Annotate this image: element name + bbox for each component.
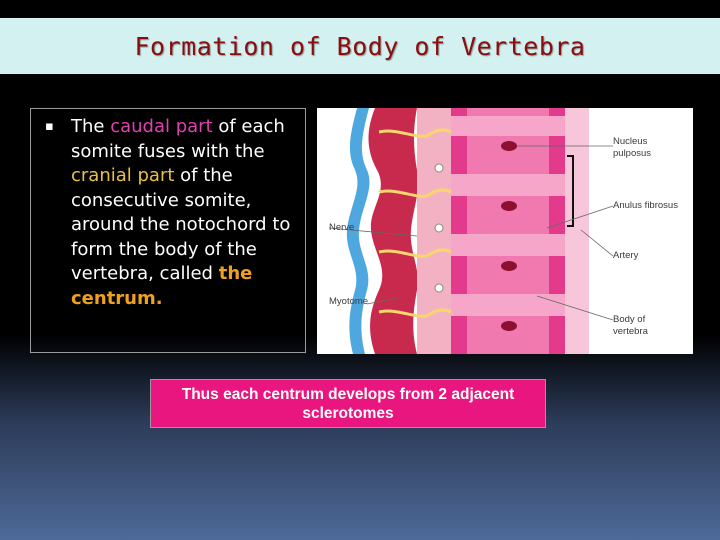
label-nerve: Nerve [329, 222, 354, 233]
bullet-text-box: ▪ The caudal part of each somite fuses w… [30, 108, 306, 353]
centrum-highlight: the centrum. [71, 263, 253, 309]
callout-box: Thus each centrum develops from 2 adjace… [150, 379, 546, 428]
bullet-marker: ▪ [45, 119, 54, 134]
bullet-seg-1: The [71, 116, 111, 137]
segment-band [451, 294, 565, 316]
leader-line [536, 295, 614, 321]
label-artery: Artery [613, 250, 639, 261]
nucleus-pulposus [501, 321, 517, 331]
leader-line [546, 205, 614, 229]
nucleus-pulposus [501, 201, 517, 211]
nucleus-pulposus [501, 261, 517, 271]
artery-circle [434, 163, 444, 173]
segment-band [451, 116, 565, 136]
bullet-paragraph: The caudal part of each somite fuses wit… [71, 115, 305, 311]
cranial-part-highlight: cranial part [71, 165, 175, 186]
myotome-shape [368, 108, 419, 354]
label-pulposus: pulposus [613, 148, 651, 159]
segment-band [451, 174, 565, 196]
vertebra-diagram: Nucleus pulposus Anulus fibrosus Nerve M… [317, 108, 693, 354]
slide-title: Formation of Body of Vertebra [134, 31, 586, 61]
bullet-seg-3: of each somite fuses with the [71, 116, 285, 162]
label-vertebra: vertebra [613, 326, 649, 337]
segment-band [451, 234, 565, 256]
artery-circle [434, 223, 444, 233]
label-myotome: Myotome [329, 296, 368, 307]
diagram-svg: Nucleus pulposus Anulus fibrosus Nerve M… [328, 108, 678, 354]
label-anulus: Anulus fibrosus [613, 200, 678, 211]
nerve-path [378, 188, 452, 198]
label-body: Body of [613, 314, 646, 325]
label-nucleus: Nucleus [613, 136, 648, 147]
nucleus-pulposus [501, 141, 517, 151]
bracket [567, 155, 574, 227]
leader-line [328, 227, 418, 237]
leader-line [580, 229, 614, 257]
bullet-seg-5: of the consecutive somite, around the no… [71, 165, 291, 284]
artery-circle [434, 283, 444, 293]
right-mesenchyme [565, 108, 589, 354]
leader-line [366, 297, 398, 305]
caudal-part-highlight: caudal part [110, 116, 213, 137]
callout-text: Thus each centrum develops from 2 adjace… [181, 385, 515, 422]
title-bar: Formation of Body of Vertebra [0, 18, 720, 74]
nerve-path [378, 128, 452, 138]
nerve-path [378, 248, 452, 258]
nerve-path [378, 308, 452, 318]
